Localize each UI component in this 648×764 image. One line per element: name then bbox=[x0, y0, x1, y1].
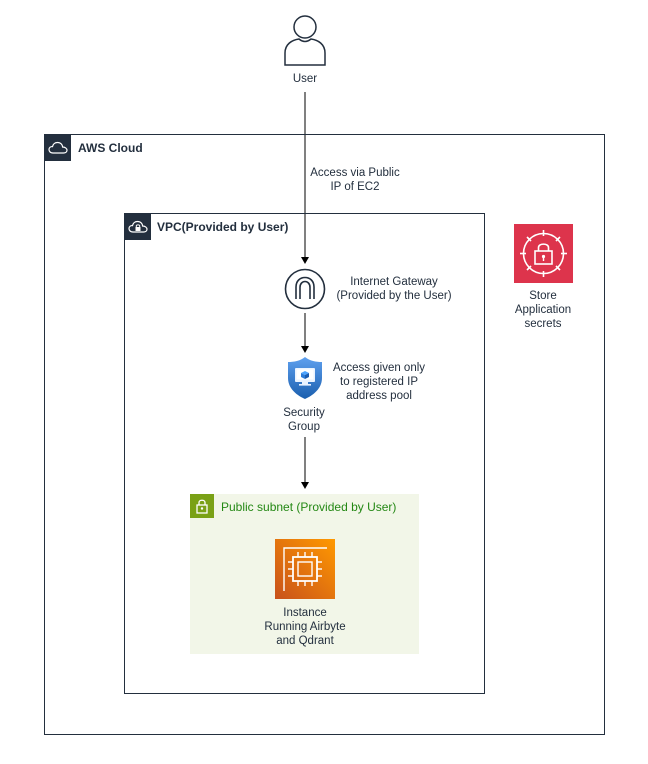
cloud-icon bbox=[45, 135, 71, 161]
security-group-label-line1: Security bbox=[283, 407, 325, 419]
security-group-note-line3: address pool bbox=[346, 390, 412, 402]
security-group-note-line2: to registered IP bbox=[340, 376, 418, 388]
aws-cloud-group[interactable]: AWS Cloud bbox=[44, 134, 605, 735]
vpc-group[interactable]: VPC(Provided by User) bbox=[124, 213, 485, 694]
security-group-label: Security Group bbox=[283, 406, 325, 434]
secrets-manager-label-line2: Application bbox=[514, 304, 572, 316]
security-group-note-line1: Access given only bbox=[332, 362, 426, 374]
security-group-note: Access given only to registered IP addre… bbox=[333, 361, 425, 403]
secrets-manager-node[interactable] bbox=[514, 224, 573, 283]
secrets-manager-label-line3: secrets bbox=[524, 318, 562, 330]
ec2-instance-label-line3: and Qdrant bbox=[276, 635, 334, 647]
ec2-instance-node[interactable] bbox=[275, 539, 335, 599]
user-icon bbox=[284, 15, 326, 66]
user-label: User bbox=[292, 73, 318, 85]
security-group-node[interactable] bbox=[286, 356, 324, 400]
ec2-instance-label: Instance Running Airbyte and Qdrant bbox=[264, 606, 345, 648]
secrets-manager-icon bbox=[514, 224, 573, 283]
public-subnet-label: Public subnet (Provided by User) bbox=[221, 500, 397, 514]
vpc-label: VPC(Provided by User) bbox=[157, 220, 289, 234]
ec2-instance-icon bbox=[275, 539, 335, 599]
edge-label-access-via-public-ip: Access via Public IP of EC2 bbox=[310, 166, 400, 194]
ec2-instance-label-line2: Running Airbyte bbox=[264, 621, 346, 633]
user-node[interactable] bbox=[283, 13, 327, 67]
secrets-manager-label-line1: Store bbox=[529, 290, 557, 302]
edge-label-line1: Access via Public bbox=[310, 167, 400, 179]
edge-label-line2: IP of EC2 bbox=[330, 181, 380, 193]
ec2-instance-label-line1: Instance bbox=[283, 607, 327, 619]
internet-gateway-icon bbox=[284, 268, 326, 310]
subnet-lock-icon bbox=[190, 494, 214, 518]
secrets-manager-label: Store Application secrets bbox=[515, 289, 571, 331]
internet-gateway-label-line2: (Provided by the User) bbox=[336, 290, 452, 302]
security-group-shield-icon bbox=[288, 357, 322, 399]
internet-gateway-label: Internet Gateway (Provided by the User) bbox=[336, 275, 451, 303]
vpc-cloud-lock-icon bbox=[125, 214, 151, 240]
aws-cloud-label: AWS Cloud bbox=[78, 141, 143, 155]
internet-gateway-label-line1: Internet Gateway bbox=[350, 276, 438, 288]
internet-gateway-node[interactable] bbox=[284, 268, 326, 310]
security-group-label-line2: Group bbox=[288, 421, 320, 433]
